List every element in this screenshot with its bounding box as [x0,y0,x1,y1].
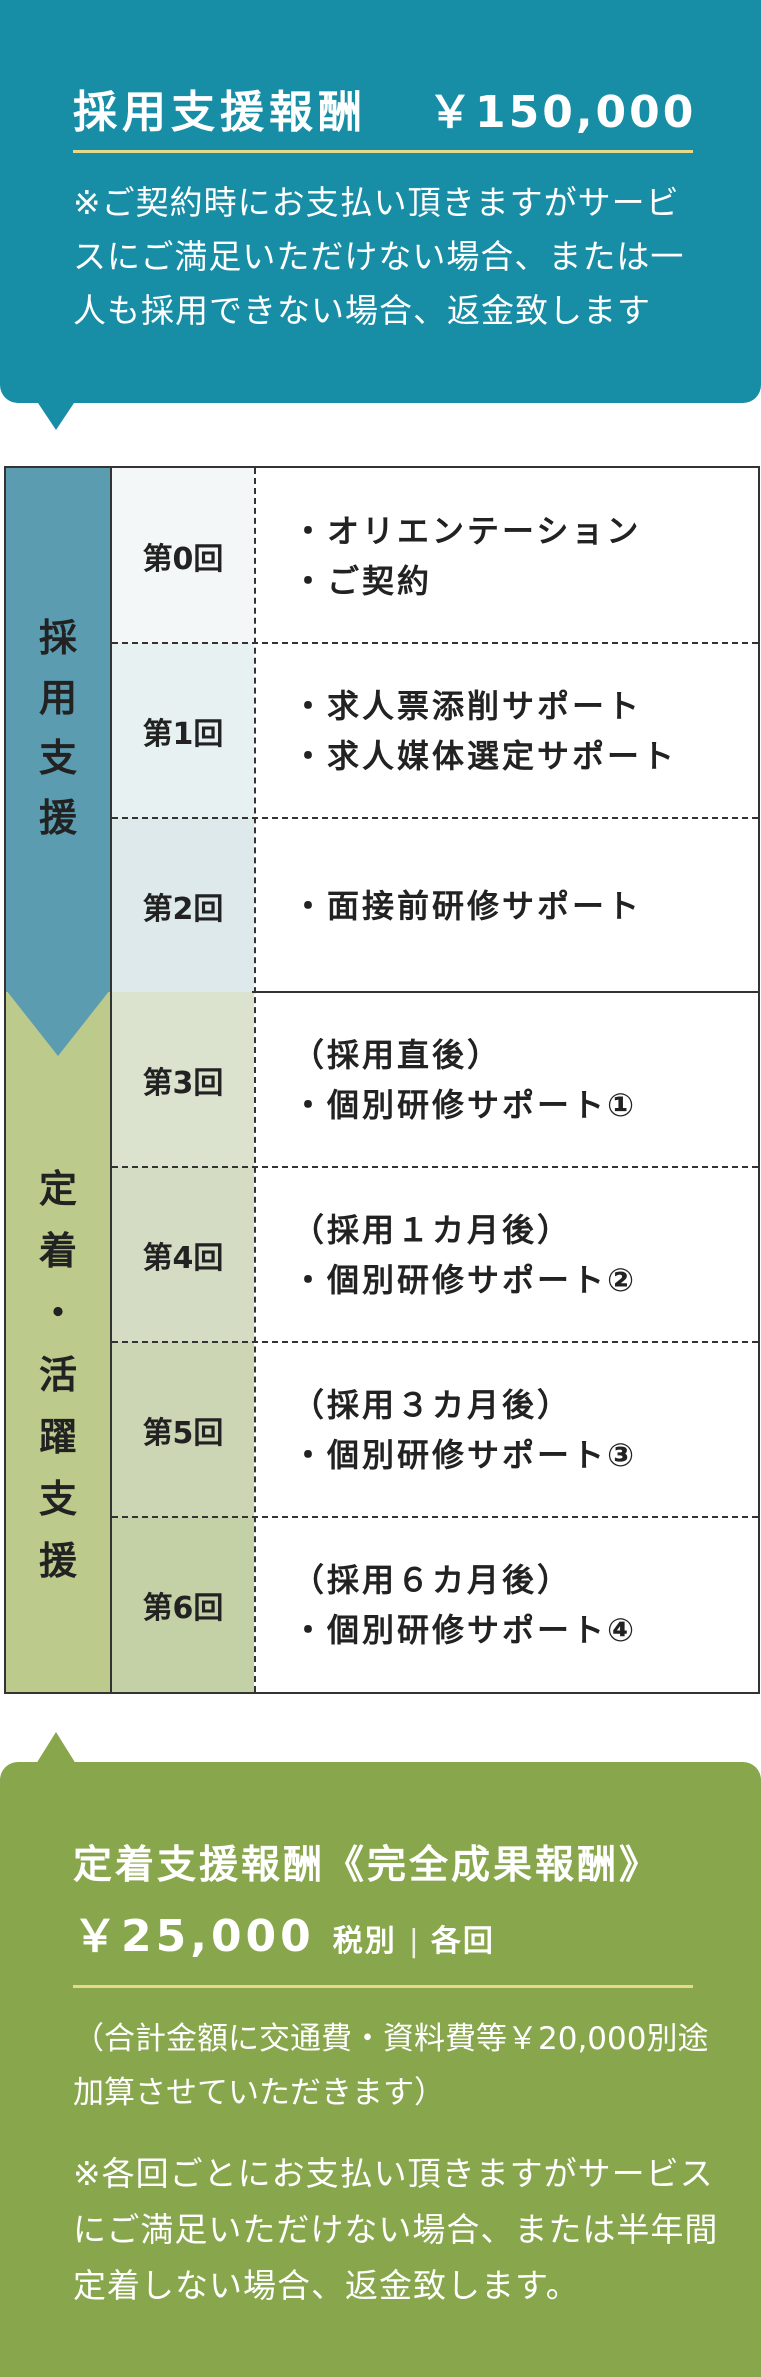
session-content: （採用直後） ・個別研修サポート① [292,1035,638,1124]
session-number: 第3回 [142,1065,224,1101]
divider [73,1985,693,1988]
retain-fee-refund-note: ※各回ごとにお支払い頂きますがサービスにご満足いただけない場合、または半年間定着… [73,2154,719,2305]
session-number: 第1回 [142,716,224,752]
row-divider [112,817,758,819]
recruit-fee-box: 採用支援報酬 ￥150,000 ※ご契約時にお支払い頂きますがサービスにご満足い… [0,0,761,403]
row-divider [112,1341,758,1343]
session-content: （採用３カ月後） ・個別研修サポート③ [292,1385,638,1474]
session-number: 第0回 [142,541,224,577]
session-content: ・面接前研修サポート [292,886,643,925]
recruit-fee-title: 採用支援報酬 [73,87,367,138]
speech-tail [36,400,76,430]
phase-divider [252,991,758,993]
session-content: ・求人票添削サポート ・求人媒体選定サポート [292,686,678,775]
session-row: 第6回 （採用６カ月後） ・個別研修サポート④ [112,1517,758,1692]
speech-tail [36,1732,76,1764]
retain-phase-band [6,992,110,1692]
row-divider [112,1166,758,1168]
separator: | [408,1924,419,1959]
recruit-fee-price: ￥150,000 [428,87,697,138]
session-content: （採用６カ月後） ・個別研修サポート④ [292,1560,638,1649]
schedule-table: 採 用 支 援 定 着 ・ 活 躍 支 援 第0回 ・オリエンテーション ・ご契… [4,466,760,1694]
session-row: 第4回 （採用１カ月後） ・個別研修サポート② [112,1167,758,1342]
retain-fee-price-row: ￥25,000 税別 | 各回 [73,1900,495,1964]
session-row: 第3回 （採用直後） ・個別研修サポート① [112,992,758,1167]
session-number: 第4回 [142,1240,224,1276]
row-divider [112,642,758,644]
divider [73,150,693,153]
session-row: 第1回 ・求人票添削サポート ・求人媒体選定サポート [112,643,758,818]
session-row: 第2回 ・面接前研修サポート [112,818,758,993]
retain-phase-label: 定 着 ・ 活 躍 支 援 [38,1167,77,1583]
recruit-phase-band [6,468,110,992]
row-divider [112,1516,758,1518]
retain-fee-box: 定着支援報酬《完全成果報酬》 ￥25,000 税別 | 各回 （合計金額に交通費… [0,1762,761,2377]
recruit-phase-arrow [6,990,110,1056]
retain-fee-price: ￥25,000 [73,1911,315,1962]
session-row: 第0回 ・オリエンテーション ・ご契約 [112,468,758,643]
session-content: （採用１カ月後） ・個別研修サポート② [292,1210,638,1299]
session-number: 第5回 [142,1415,224,1451]
session-number: 第6回 [142,1590,224,1626]
retain-fee-title: 定着支援報酬《完全成果報酬》 [73,1843,662,1888]
per-session-label: 各回 [430,1924,495,1959]
divider [110,468,112,1692]
session-number: 第2回 [142,891,224,927]
recruit-phase-label: 採 用 支 援 [38,616,77,840]
tax-label: 税別 [332,1924,397,1959]
recruit-fee-note: ※ご契約時にお支払い頂きますがサービスにご満足いただけない場合、または一人も採用… [73,183,685,330]
session-content: ・オリエンテーション ・ご契約 [292,511,642,600]
column-divider [254,468,256,1692]
retain-fee-extra-note: （合計金額に交通費・資料費等￥20,000別途加算させていただきます） [73,2021,709,2111]
session-row: 第5回 （採用３カ月後） ・個別研修サポート③ [112,1342,758,1517]
